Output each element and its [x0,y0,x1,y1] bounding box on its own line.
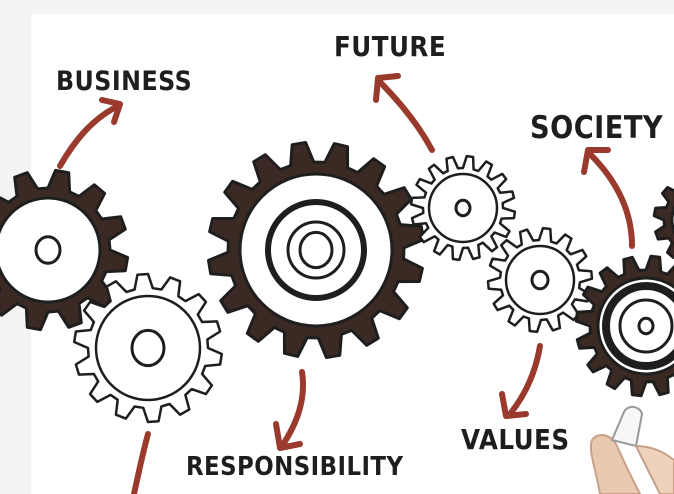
gear-far-right-icon [574,254,674,398]
gear-edge-icon [652,186,674,259]
future-label: FUTURE [334,30,447,63]
arrow-values-icon [499,343,543,419]
arrow-responsibility-icon [273,369,306,451]
responsibility-label: RESPONSIBILITY [186,452,404,482]
arrow-society-icon [581,147,635,249]
gear-right-icon [486,226,594,334]
gear-center-icon [207,141,425,359]
arrow-future-icon [373,73,435,153]
gear-top-right-icon [409,154,517,262]
gear-bottom-left-icon [72,272,224,424]
values-label: VALUES [461,423,570,456]
hand-with-marker [590,406,674,494]
marker-pen [610,406,644,448]
society-label: SOCIETY [530,110,664,146]
arrow-bottom-left-icon [131,431,151,494]
arrow-business-icon [57,97,123,169]
gear-left-icon [0,168,130,332]
business-label: BUSINESS [56,66,193,97]
